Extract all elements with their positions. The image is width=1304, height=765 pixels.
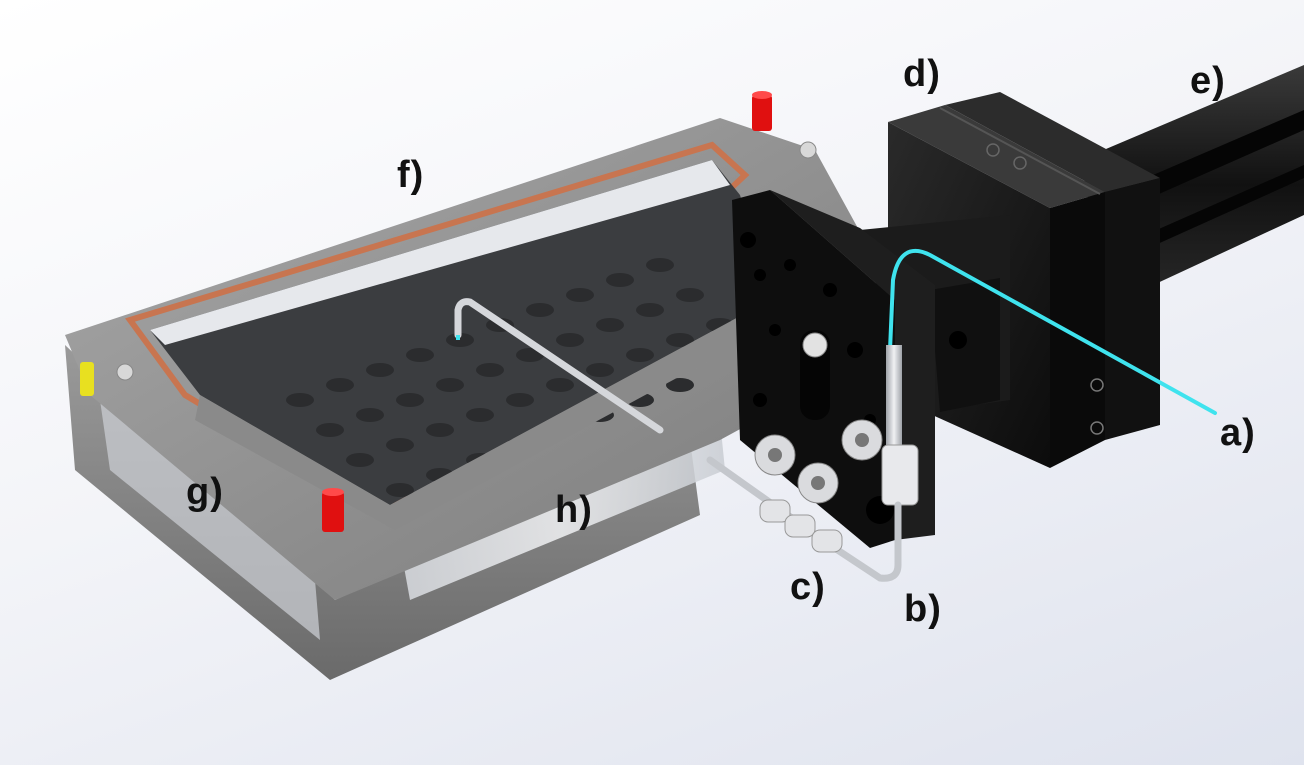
- clamp-fittings: [754, 419, 883, 553]
- label-a: a): [1220, 412, 1256, 454]
- pin-red-front: [322, 488, 344, 532]
- sample-tray: [65, 91, 895, 680]
- label-h: h): [555, 489, 593, 531]
- label-b: b): [904, 588, 942, 630]
- capillary-tube: [888, 249, 1217, 415]
- pin-red-top: [752, 91, 772, 131]
- label-g: g): [186, 471, 224, 513]
- label-c: c): [790, 566, 826, 608]
- label-e: e): [1190, 60, 1226, 102]
- pin-yellow: [80, 362, 94, 396]
- label-d: d): [903, 53, 941, 95]
- needle-holder: [706, 345, 919, 582]
- label-f: f): [397, 154, 425, 196]
